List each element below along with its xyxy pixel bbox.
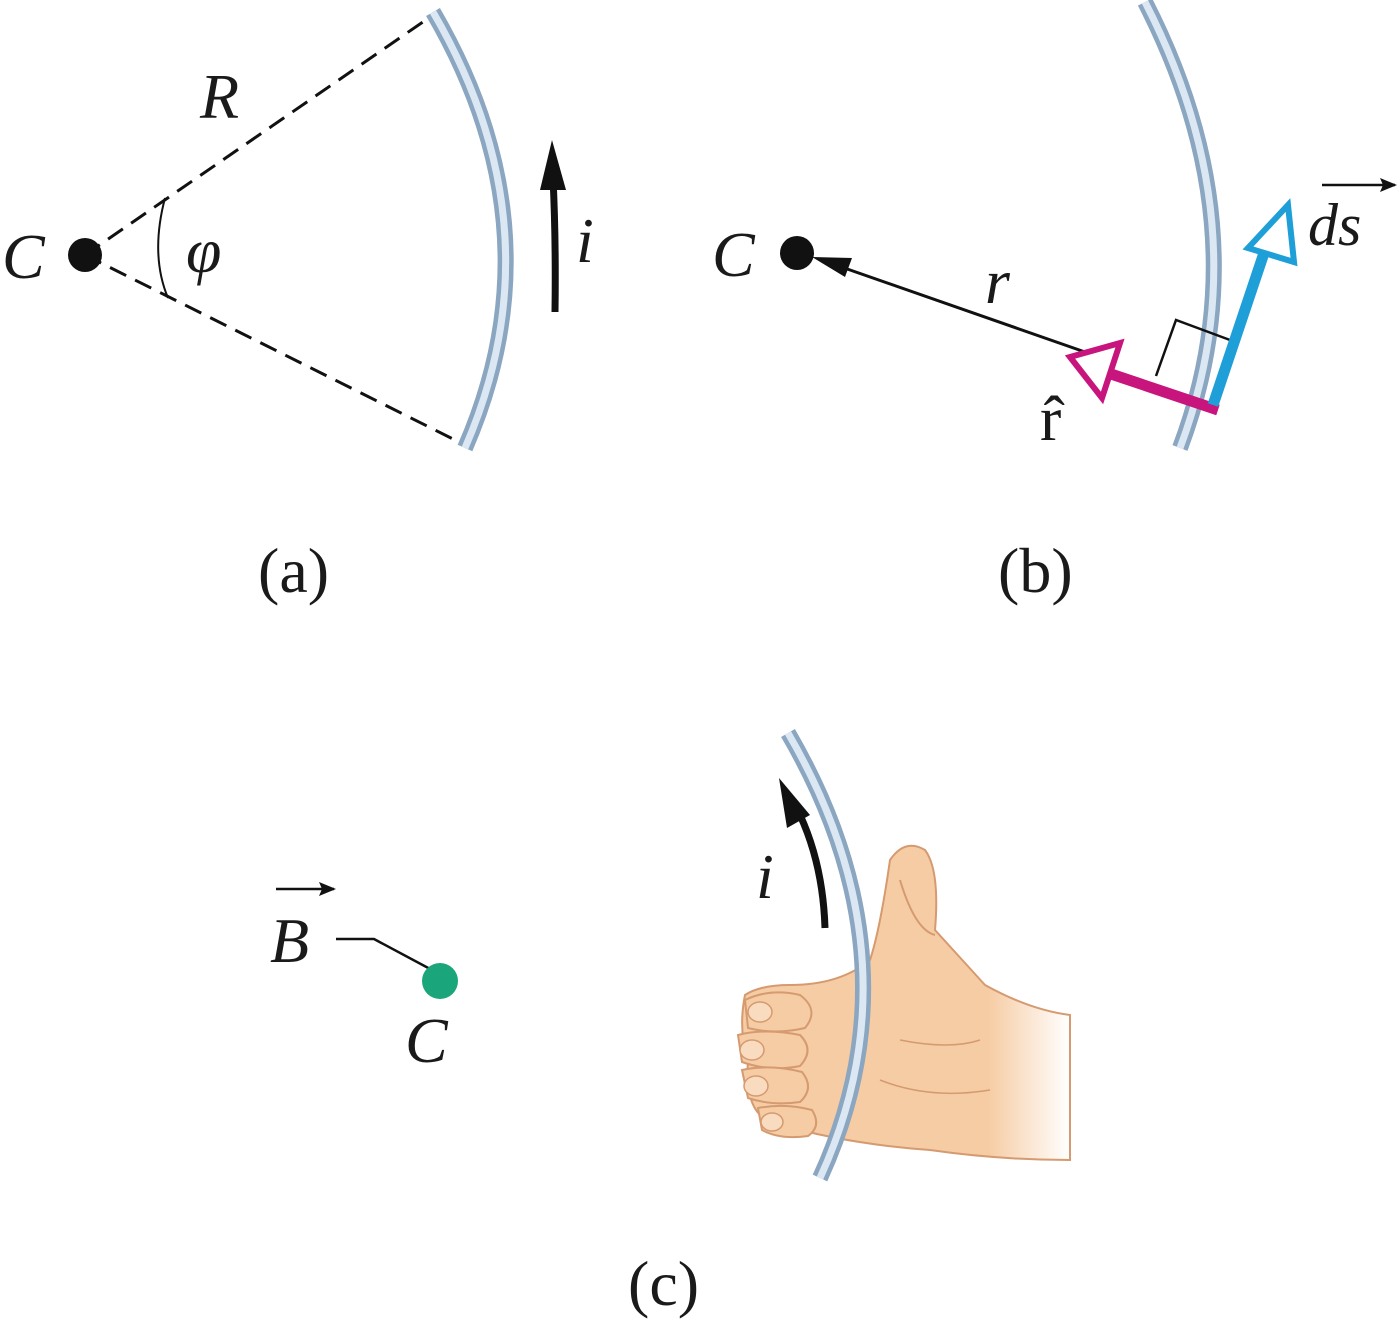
unit-vector-head — [1064, 338, 1125, 405]
point-label-a: C — [2, 221, 46, 292]
distance-arrowhead — [812, 257, 852, 277]
field-leader-line — [336, 937, 433, 972]
ds-vector-shaft — [1207, 248, 1271, 407]
current-arrow-a — [549, 177, 559, 313]
current-arrow-c — [796, 813, 829, 929]
panel-a: C R φ i (a) — [2, 7, 594, 606]
panel-b: C r r̂ ds (b) — [712, 0, 1397, 606]
fingernail-4 — [760, 1112, 784, 1132]
radius-line-lower — [84, 253, 466, 447]
current-arrowhead-c — [779, 778, 810, 828]
fingernail-2 — [739, 1039, 765, 1061]
unit-vector-label: r̂ — [1040, 383, 1065, 454]
palm-crease — [879, 1039, 991, 1095]
caption-b: (b) — [998, 535, 1073, 606]
center-point-b — [780, 236, 814, 270]
current-label-a: i — [576, 205, 594, 276]
ds-label: ds — [1308, 192, 1361, 258]
caption-c: (c) — [628, 1248, 699, 1319]
angle-label: φ — [186, 215, 221, 286]
caption-a: (a) — [258, 535, 329, 606]
field-overarrow-head — [319, 882, 336, 896]
ds-vector-head — [1242, 198, 1298, 267]
hand-illustration — [736, 844, 1071, 1162]
right-angle-marker — [1154, 318, 1231, 377]
field-point — [422, 963, 458, 999]
distance-line — [829, 261, 1086, 354]
radius-line-upper — [84, 13, 434, 257]
field-label: B — [270, 905, 309, 976]
radius-label: R — [199, 61, 239, 132]
distance-label: r — [985, 246, 1011, 317]
point-label-b: C — [712, 219, 756, 290]
angle-arc — [157, 197, 169, 299]
fingernail-1 — [747, 1001, 773, 1023]
current-arrowhead-a — [540, 140, 566, 190]
center-point-a — [68, 238, 102, 272]
thumb-crease — [899, 879, 936, 936]
current-label-c: i — [756, 841, 774, 912]
panel-c: B C i (c) — [270, 728, 1071, 1319]
point-label-c: C — [405, 1005, 449, 1076]
ds-overarrow-head — [1380, 178, 1397, 192]
fingernail-3 — [743, 1075, 769, 1097]
unit-vector-shaft — [1103, 366, 1220, 416]
